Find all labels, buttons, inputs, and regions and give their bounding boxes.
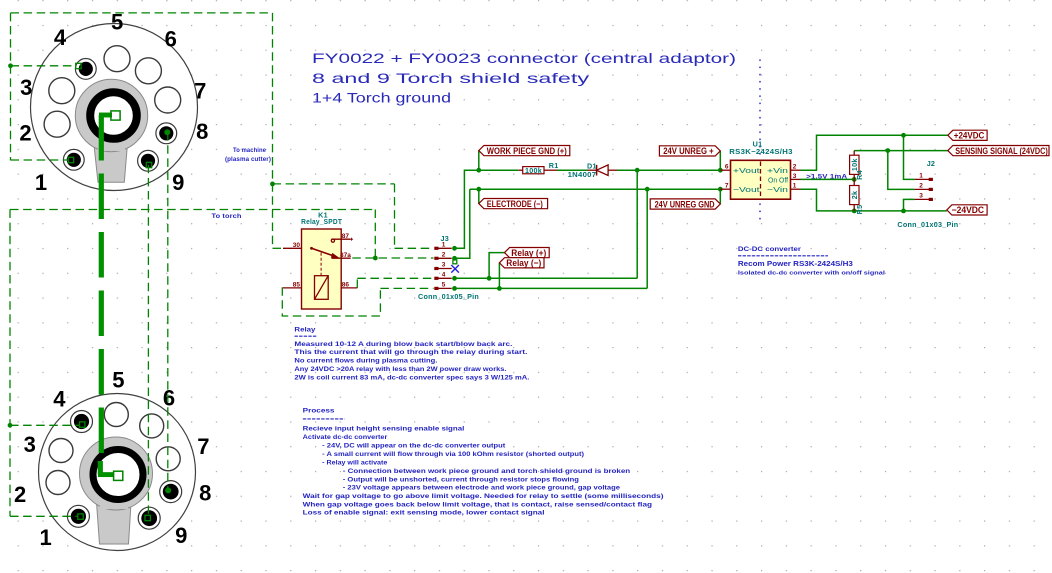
svg-text:9: 9 <box>172 170 184 195</box>
svg-text:Measured 10-12 A during blow b: Measured 10-12 A during blow back start/… <box>294 341 512 348</box>
svg-text:1+4 Torch ground: 1+4 Torch ground <box>312 91 451 106</box>
svg-text:10k: 10k <box>850 158 859 171</box>
svg-text:3: 3 <box>793 173 797 180</box>
svg-text:5: 5 <box>442 282 446 289</box>
svg-text:R1: R1 <box>549 161 559 170</box>
svg-text:+Vout: +Vout <box>733 166 760 175</box>
svg-text:U1: U1 <box>753 140 763 149</box>
svg-text:2W is coil current 83 mA, dc-d: 2W is coil current 83 mA, dc-dc converte… <box>294 375 529 382</box>
svg-text:On Off: On Off <box>768 175 789 184</box>
svg-text:5: 5 <box>111 10 123 35</box>
svg-text:R4: R4 <box>855 170 864 180</box>
svg-text:- 23V voltage appears between: - 23V voltage appears between electrode … <box>343 485 621 492</box>
svg-text:6: 6 <box>163 386 175 411</box>
svg-text:- Output will be unshorted, cu: - Output will be unshorted, current thro… <box>343 476 579 483</box>
svg-text:Activate dc-dc converter: Activate dc-dc converter <box>303 434 388 441</box>
svg-text:1: 1 <box>919 173 923 180</box>
svg-text:−24VDC: −24VDC <box>952 205 985 215</box>
svg-text:7: 7 <box>197 434 209 459</box>
svg-text:Conn_01x03_Pin: Conn_01x03_Pin <box>897 220 958 229</box>
svg-text:- Relay will activate: - Relay will activate <box>322 459 388 466</box>
svg-text:R5: R5 <box>855 205 864 215</box>
svg-text:3: 3 <box>20 75 32 100</box>
svg-text:6: 6 <box>725 164 729 171</box>
svg-text:8 and 9 Torch shield safety: 8 and 9 Torch shield safety <box>312 71 589 86</box>
svg-text:Relay (+): Relay (+) <box>511 248 546 258</box>
svg-text:SENSING SIGNAL (24VDC): SENSING SIGNAL (24VDC) <box>955 146 1048 156</box>
svg-text:85: 85 <box>293 281 301 288</box>
svg-text:2: 2 <box>14 482 26 507</box>
svg-text:- Connection between work piec: - Connection between work piece ground a… <box>343 468 631 475</box>
svg-text:Loss of enable signal: exit se: Loss of enable signal: exit sensing mode… <box>303 510 545 517</box>
svg-text:Relay_SPDT: Relay_SPDT <box>301 217 342 226</box>
svg-text:Isolated dc-dc converter with: Isolated dc-dc converter with on/off sig… <box>738 270 885 276</box>
svg-text:1: 1 <box>35 170 47 195</box>
svg-text:Process: Process <box>303 408 335 415</box>
svg-text:To machine: To machine <box>233 148 267 154</box>
svg-text:- A small current will flow th: - A small current will flow through via … <box>322 451 584 458</box>
svg-text:Any 24VDC >20A relay with less: Any 24VDC >20A relay with less than 2W p… <box>294 366 506 373</box>
svg-text:1: 1 <box>442 242 446 249</box>
svg-text:D1: D1 <box>587 162 597 171</box>
svg-text:This the current that will go: This the current that will go through th… <box>294 349 527 356</box>
svg-text:2: 2 <box>442 252 446 259</box>
svg-text:1: 1 <box>793 183 797 190</box>
svg-text:When gap voltage goes back bel: When gap voltage goes back below limit v… <box>303 501 652 508</box>
svg-text:To torch: To torch <box>212 214 242 220</box>
svg-text:Relay: Relay <box>294 326 316 333</box>
svg-text:7: 7 <box>194 78 206 103</box>
svg-text:−Vout: −Vout <box>733 185 760 194</box>
svg-text:1N4007: 1N4007 <box>568 170 597 179</box>
svg-text:5: 5 <box>112 368 124 393</box>
svg-text:FY0022 + FY0023 connector (cen: FY0022 + FY0023 connector (central adapt… <box>312 51 736 66</box>
svg-text:4: 4 <box>53 386 66 411</box>
svg-text:RS3K−2424S/H3: RS3K−2424S/H3 <box>729 147 792 156</box>
svg-text:6: 6 <box>165 26 177 51</box>
svg-text:24V UNREG GND: 24V UNREG GND <box>655 199 715 209</box>
svg-text:3: 3 <box>24 432 36 457</box>
svg-text:- 24V, DC will appear on the d: - 24V, DC will appear on the dc-dc conve… <box>322 443 506 450</box>
svg-text:7: 7 <box>725 183 729 190</box>
svg-text:−Vin: −Vin <box>767 185 788 194</box>
svg-text:ELECTRODE (−): ELECTRODE (−) <box>487 199 543 209</box>
svg-text:9: 9 <box>175 523 187 548</box>
svg-text:3: 3 <box>919 193 923 200</box>
svg-text:+24VDC: +24VDC <box>954 131 985 141</box>
svg-text:86: 86 <box>342 281 350 288</box>
svg-text:24V UNREG +: 24V UNREG + <box>663 146 714 156</box>
svg-text:Relay (−): Relay (−) <box>506 258 541 268</box>
svg-text:(plasma cutter): (plasma cutter) <box>225 157 271 163</box>
svg-text:2k: 2k <box>850 191 859 200</box>
svg-text:Recieve input height sensing e: Recieve input height sensing enable sign… <box>303 425 465 432</box>
svg-text:2: 2 <box>19 121 31 146</box>
svg-text:Wait for gap voltage to go abo: Wait for gap voltage to go above limit v… <box>303 493 664 500</box>
svg-text:4: 4 <box>54 25 67 50</box>
svg-text:Conn_01x05_Pin: Conn_01x05_Pin <box>418 292 479 301</box>
svg-text:>1.5V 1mA: >1.5V 1mA <box>806 174 848 180</box>
svg-text:87a: 87a <box>340 252 351 259</box>
svg-text:8: 8 <box>196 119 208 144</box>
svg-text:8: 8 <box>199 480 211 505</box>
svg-text:1: 1 <box>39 525 51 550</box>
svg-text:3: 3 <box>442 262 446 269</box>
svg-text:DC-DC converter: DC-DC converter <box>738 246 802 253</box>
svg-text:WORK PIECE GND (+): WORK PIECE GND (+) <box>487 146 567 156</box>
svg-text:2: 2 <box>919 183 923 190</box>
svg-text:K1: K1 <box>318 210 328 219</box>
svg-text:Recom Power RS3K-2424S/H3: Recom Power RS3K-2424S/H3 <box>738 261 853 268</box>
svg-text:+Vin: +Vin <box>767 166 788 175</box>
svg-text:30: 30 <box>293 242 301 249</box>
svg-text:J2: J2 <box>927 159 936 168</box>
svg-text:100k: 100k <box>525 166 542 175</box>
svg-text:J3: J3 <box>441 234 450 243</box>
svg-text:87: 87 <box>342 233 350 240</box>
svg-text:No current flows during plasma: No current flows during plasma cutting. <box>294 358 437 365</box>
svg-text:2: 2 <box>793 164 797 171</box>
svg-text:4: 4 <box>442 272 446 279</box>
